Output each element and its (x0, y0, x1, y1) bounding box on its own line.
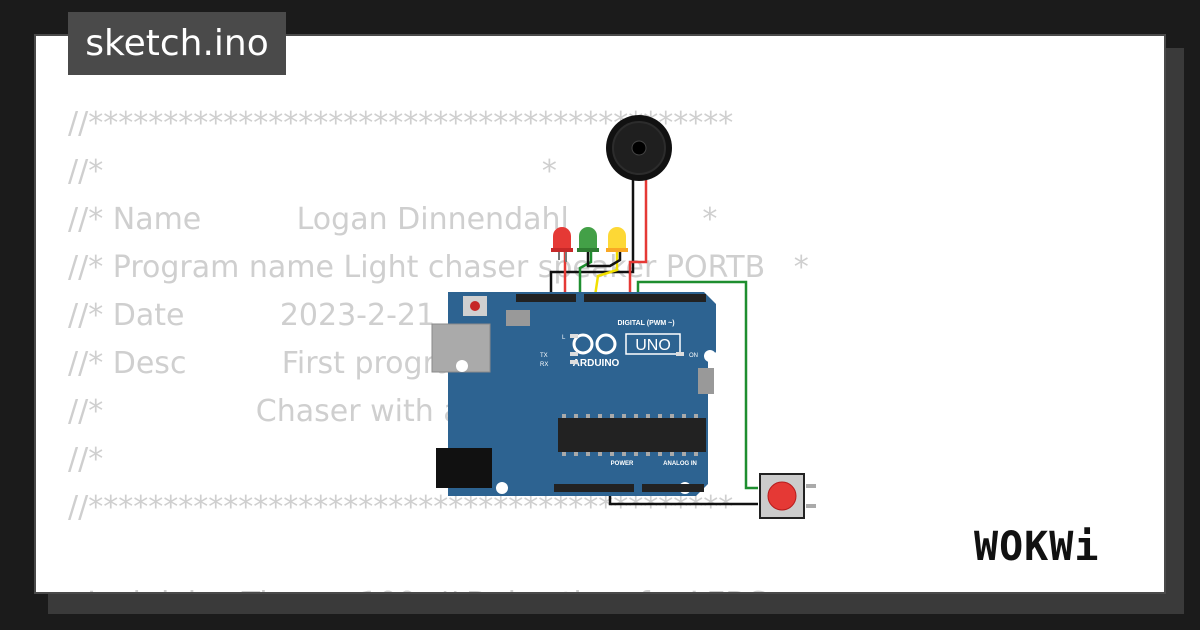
rx-led-label: RX (540, 362, 548, 368)
digital-header-label: DIGITAL (PWM ~) (617, 320, 674, 327)
buzzer-signal-wire (628, 180, 648, 296)
green-led-wire (578, 252, 593, 296)
led-yellow-icon[interactable] (606, 227, 628, 252)
push-button[interactable] (759, 473, 816, 519)
tx-led-label: TX (540, 353, 548, 359)
wires (549, 180, 758, 506)
buzzer-gnd-wire (549, 180, 635, 296)
code-line: //* * (68, 154, 557, 189)
wokwi-logo: WOKWi (974, 524, 1100, 570)
board-brand: ARDUINO (573, 358, 620, 369)
arduino-uno-board[interactable]: ARDUINO UNO DIGITAL (PWM ~) POWER ANALOG… (431, 292, 716, 496)
power-header-label: POWER (611, 461, 634, 467)
code-line: //* (68, 442, 104, 477)
code-line: //* Program name Light chaser speaker PO… (68, 250, 809, 285)
board-model: UNO (635, 337, 671, 354)
power-jack (436, 448, 492, 488)
led-ground-wire (586, 252, 622, 268)
on-led-label: ON (689, 353, 698, 359)
code-line: Led delay Time = 100; // Delay time for … (68, 580, 809, 592)
analog-header-label: ANALOG IN (663, 461, 697, 467)
led-green-icon[interactable] (577, 227, 599, 252)
code-line: //* Date 2023-2-21 (68, 298, 436, 333)
l-led-label: L (562, 335, 566, 341)
yellow-led-wire (593, 252, 619, 297)
led-red-icon[interactable] (551, 227, 573, 262)
buzzer-icon[interactable] (606, 115, 672, 181)
button-signal-wire (636, 280, 758, 490)
file-name-tab[interactable]: sketch.ino (68, 12, 286, 75)
code-line: //* Name Logan Dinnendahl * (68, 202, 718, 237)
arduino-logo-icon (572, 333, 617, 355)
